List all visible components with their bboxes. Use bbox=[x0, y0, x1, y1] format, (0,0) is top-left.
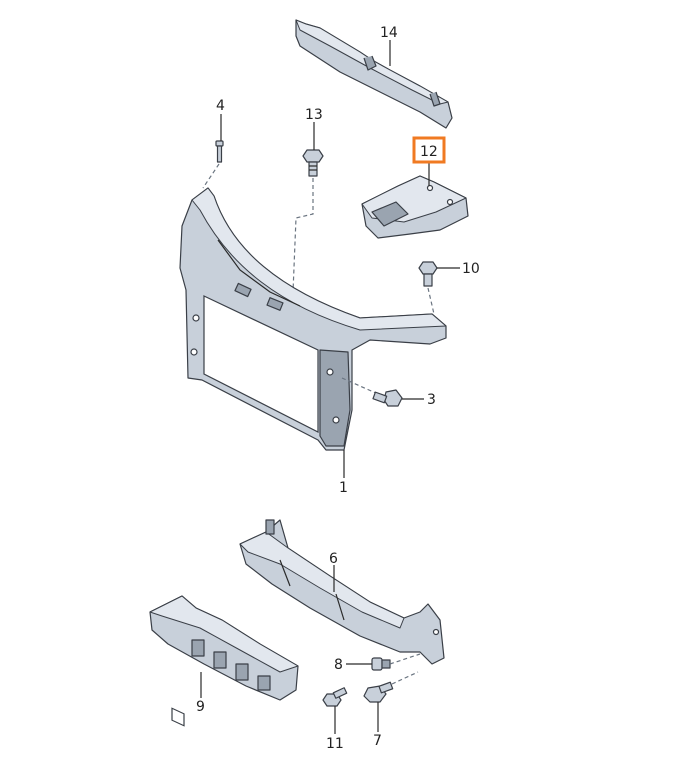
label-3[interactable]: 3 bbox=[427, 392, 436, 408]
label-4[interactable]: 4 bbox=[216, 98, 225, 114]
label-12[interactable]: 12 bbox=[420, 144, 438, 160]
label-9[interactable]: 9 bbox=[196, 699, 205, 715]
part-1-frame bbox=[179, 187, 447, 451]
label-6[interactable]: 6 bbox=[329, 551, 338, 567]
part-4-pin bbox=[215, 140, 224, 163]
part-7-bolt bbox=[363, 681, 394, 703]
label-1[interactable]: 1 bbox=[339, 480, 348, 496]
label-8[interactable]: 8 bbox=[334, 657, 343, 673]
part-9-absorber bbox=[149, 595, 299, 727]
part-3-bolt bbox=[372, 389, 403, 407]
highlight-box-12 bbox=[412, 136, 446, 164]
label-13[interactable]: 13 bbox=[305, 107, 323, 123]
part-8-rivet bbox=[371, 657, 391, 671]
part-10-bolt bbox=[418, 261, 438, 287]
part-12-bracket bbox=[361, 175, 469, 239]
label-14[interactable]: 14 bbox=[380, 25, 398, 41]
part-14-strip bbox=[295, 19, 453, 129]
part-11-bolt bbox=[322, 687, 348, 707]
label-11[interactable]: 11 bbox=[326, 736, 344, 752]
part-6-beam bbox=[239, 519, 445, 665]
part-13-bolt bbox=[302, 149, 324, 177]
label-7[interactable]: 7 bbox=[373, 733, 382, 749]
label-10[interactable]: 10 bbox=[462, 261, 480, 277]
leader-lines bbox=[200, 40, 460, 734]
